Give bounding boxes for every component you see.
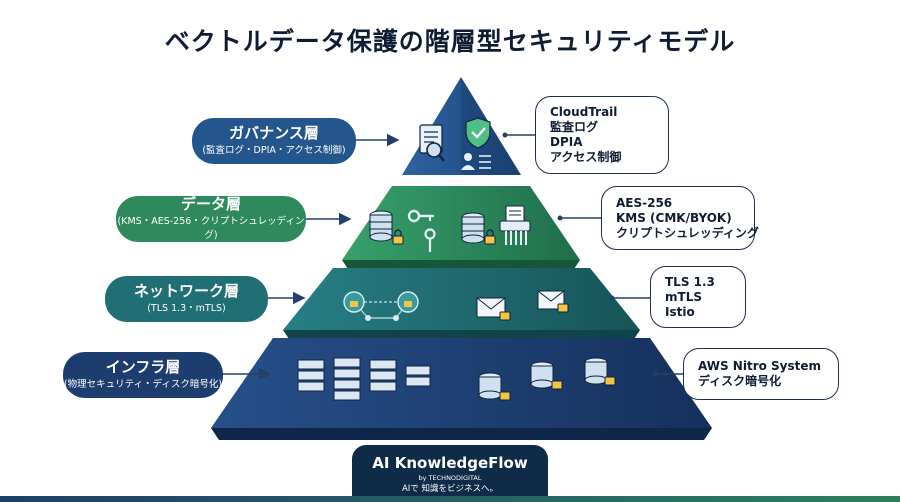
shield-check-icon: [465, 117, 491, 149]
callout-line: AWS Nitro System: [698, 359, 822, 373]
layer-detail: (KMS・AES-256・クリプトシュレッディング): [117, 216, 305, 241]
callout-line: AES-256: [616, 195, 673, 210]
layer-label-network: ネットワーク層 (TLS 1.3・mTLS): [105, 276, 268, 322]
layer-name: インフラ層: [105, 358, 181, 376]
layer-label-governance: ガバナンス層 (監査ログ・DPIA・アクセス制御): [192, 118, 356, 164]
brand-byline: by TECHNODIGITAL: [418, 474, 482, 482]
database-lock-icon: [461, 212, 496, 245]
layer-label-data: データ層 (KMS・AES-256・クリプトシュレッディング): [116, 195, 306, 242]
layer-detail: (監査ログ・DPIA・アクセス制御): [202, 145, 346, 156]
page-title: ベクトルデータ保護の階層型セキュリティモデル: [164, 27, 736, 56]
layer-detail: (物理セキュリティ・ディスク暗号化): [63, 379, 223, 390]
pyramid-tier-network: [283, 268, 640, 342]
server-rack-icon: [297, 357, 431, 401]
callout-infra: AWS Nitro System ディスク暗号化: [683, 348, 839, 400]
shredder-icon: [499, 205, 531, 245]
callout-line: KMS (CMK/BYOK): [616, 210, 732, 225]
layer-label-infra: インフラ層 (物理セキュリティ・ディスク暗号化): [63, 352, 223, 398]
callout-line: クリプトシュレッディング: [616, 225, 759, 240]
database-lock-icon: [369, 210, 404, 245]
callout-governance: CloudTrail 監査ログ DPIA アクセス制御: [535, 96, 669, 174]
callout-data: AES-256 KMS (CMK/BYOK) クリプトシュレッディング: [601, 186, 759, 250]
network-lock-icon: [343, 291, 419, 321]
callout-line: mTLS: [665, 289, 702, 304]
brand-tagline: AIで 知識をビジネスへ。: [401, 484, 499, 494]
layer-name: データ層: [180, 195, 241, 213]
callout-line: アクセス制御: [550, 150, 622, 164]
brand-footer: AI KnowledgeFlow by TECHNODIGITAL AIで 知識…: [352, 445, 548, 502]
callout-line: DPIA: [550, 135, 583, 149]
key-icon: [407, 209, 436, 252]
layer-detail: (TLS 1.3・mTLS): [147, 303, 226, 314]
brand-name: AI KnowledgeFlow: [372, 454, 528, 472]
callout-line: CloudTrail: [550, 105, 618, 119]
callout-line: 監査ログ: [550, 120, 599, 134]
footer-accent-bar: [0, 496, 900, 502]
layer-name: ガバナンス層: [229, 124, 319, 142]
callout-network: TLS 1.3 mTLS Istio: [650, 266, 746, 328]
callout-line: Istio: [665, 304, 695, 319]
database-lock-icon: [478, 357, 616, 401]
user-checklist-icon: [461, 153, 491, 170]
document-search-icon: [419, 124, 445, 162]
envelope-lock-icon: [476, 290, 569, 321]
callout-line: TLS 1.3: [665, 274, 715, 289]
callout-line: ディスク暗号化: [698, 374, 782, 388]
pyramid-tier-infra: [211, 338, 712, 440]
layer-name: ネットワーク層: [133, 282, 239, 300]
